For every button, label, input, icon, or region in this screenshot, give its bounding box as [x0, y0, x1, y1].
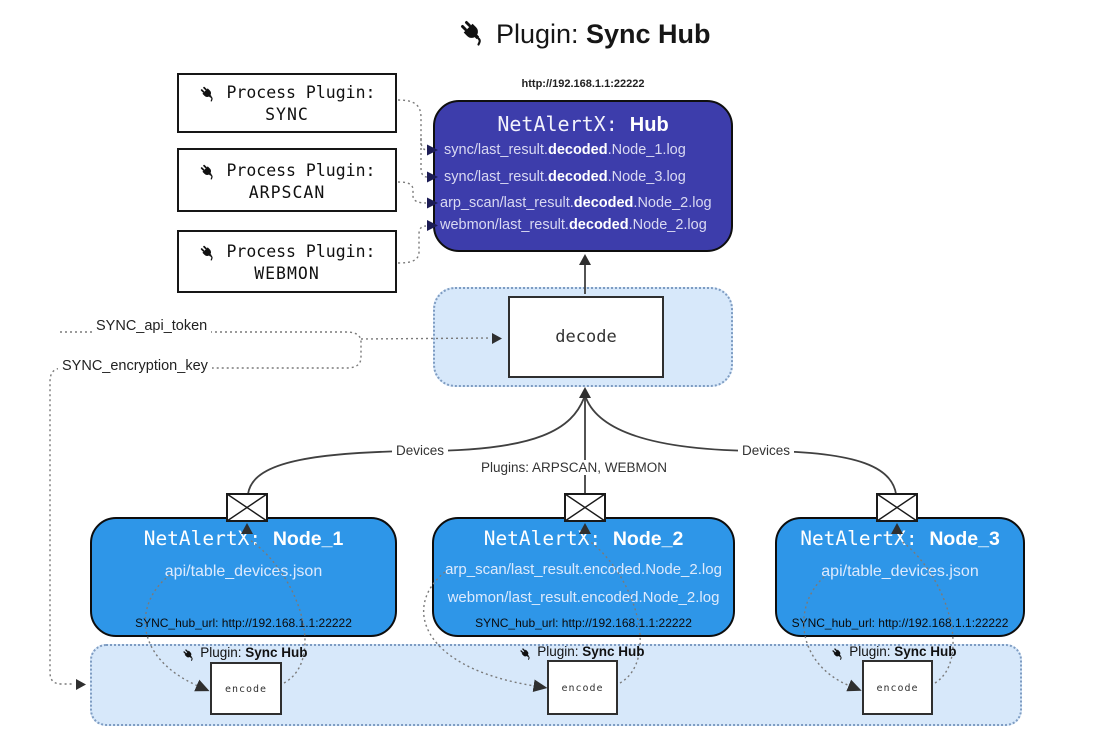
node-to-decode-connectors — [247, 397, 897, 495]
process-plugin-box-arpscan: Process Plugin: ARPSCAN — [177, 148, 397, 212]
process-plugin-text: Process Plugin: — [226, 242, 376, 261]
encode-box-1: encode — [210, 662, 282, 715]
hub-file-row: sync/last_result.decoded.Node_1.log — [444, 142, 686, 158]
devices-label-right: Devices — [738, 443, 795, 458]
node-file: arp_scan/last_result.encoded.Node_2.log — [445, 561, 722, 578]
title-prefix: Plugin: — [495, 19, 587, 49]
node-title: NetAlertX: Node_2 — [483, 527, 684, 550]
title-name: Sync Hub — [586, 19, 711, 49]
node-box-1: NetAlertX: Node_1 api/table_devices.json… — [90, 517, 397, 637]
process-plugin-name: ARPSCAN — [248, 183, 326, 202]
node-hub-url: SYNC_hub_url: http://192.168.1.1:22222 — [475, 616, 692, 630]
encoder-plugin-label-1: Plugin: Sync Hub — [175, 645, 315, 662]
arrowhead — [76, 679, 86, 690]
process-plugin-box-webmon: Process Plugin: WEBMON — [177, 230, 397, 293]
node-box-2: NetAlertX: Node_2 arp_scan/last_result.e… — [432, 517, 735, 637]
node-title: NetAlertX: Node_1 — [143, 527, 344, 550]
arrowhead-up — [579, 387, 591, 398]
plug-icon — [458, 17, 488, 47]
process-plugin-label: Process Plugin: — [179, 161, 395, 181]
node-file: api/table_devices.json — [164, 563, 323, 580]
encoder-plugin-label-3: Plugin: Sync Hub — [824, 644, 964, 661]
encode-box-2: encode — [547, 660, 618, 715]
hub-url: http://192.168.1.1:22222 — [521, 78, 645, 90]
node-hub-url: SYNC_hub_url: http://192.168.1.1:22222 — [791, 616, 1009, 630]
hub-file-row: webmon/last_result.decoded.Node_2.log — [440, 217, 707, 233]
diagram-title: Plugin: Sync Hub — [52, 17, 1117, 50]
process-plugin-text: Process Plugin: — [226, 161, 376, 180]
process-plugin-label: Process Plugin: — [179, 242, 395, 262]
hub-file-row: sync/last_result.decoded.Node_3.log — [444, 169, 686, 185]
plugins-label-center: Plugins: ARPSCAN, WEBMON — [470, 460, 678, 475]
decode-box: decode — [508, 296, 664, 378]
process-plugin-label: Process Plugin: — [179, 83, 395, 103]
plug-icon — [198, 243, 216, 262]
hub-title-name: Hub — [629, 114, 669, 136]
hub-title: NetAlertX: Hub — [435, 112, 731, 137]
hub-box: NetAlertX: Hub sync/last_result.decoded.… — [433, 100, 733, 252]
hub-file-row: arp_scan/last_result.decoded.Node_2.log — [440, 195, 712, 211]
plug-icon — [831, 646, 845, 661]
arrowhead-up — [579, 254, 591, 265]
plug-icon — [182, 647, 196, 662]
node-title: NetAlertX: Node_3 — [800, 527, 1000, 550]
hub-title-prefix: NetAlertX: — [497, 112, 630, 136]
plug-icon — [198, 162, 216, 181]
devices-label-left: Devices — [392, 443, 449, 458]
plugin-to-hub-connectors — [397, 99, 428, 264]
plug-icon — [519, 646, 533, 661]
node-hub-url: SYNC_hub_url: http://192.168.1.1:22222 — [135, 616, 352, 630]
config-api-token-label: SYNC_api_token — [92, 318, 212, 334]
process-plugin-name: SYNC — [265, 105, 309, 124]
node-file: webmon/last_result.encoded.Node_2.log — [447, 589, 720, 606]
encoder-plugin-label-2: Plugin: Sync Hub — [512, 644, 652, 661]
process-plugin-name: WEBMON — [254, 264, 320, 283]
process-plugin-text: Process Plugin: — [226, 83, 376, 102]
encode-box-3: encode — [862, 660, 933, 715]
process-plugin-box-sync: Process Plugin: SYNC — [177, 73, 397, 133]
node-file: api/table_devices.json — [821, 563, 979, 580]
config-encryption-key-label: SYNC_encryption_key — [58, 358, 212, 374]
node-box-3: NetAlertX: Node_3 api/table_devices.json… — [775, 517, 1025, 637]
plug-icon — [198, 84, 216, 103]
